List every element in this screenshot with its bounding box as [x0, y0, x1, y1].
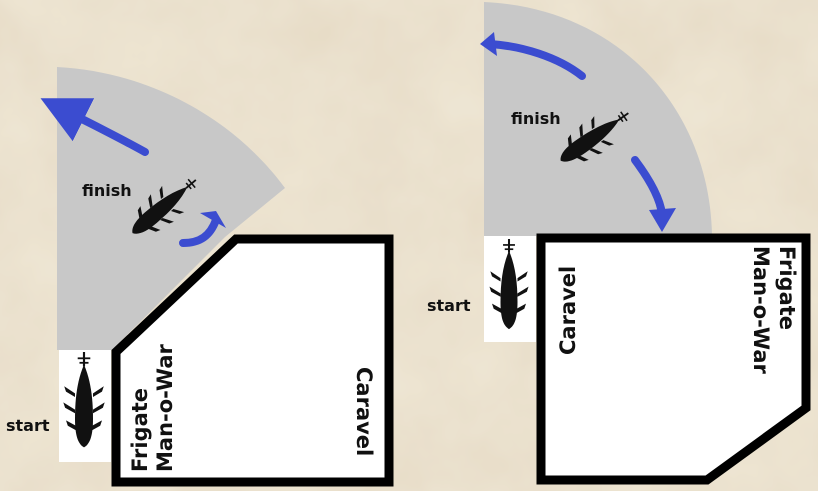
- left-man-o-war-label: Man-o-War: [153, 343, 177, 472]
- left-ship-template: [111, 234, 394, 487]
- right-finish-label: finish: [511, 109, 561, 128]
- left-frigate-label: Frigate: [128, 388, 152, 472]
- right-movement-arc: [484, 2, 712, 236]
- rotate-arrow-icon: [40, 98, 149, 156]
- arrow-head: [649, 208, 676, 232]
- right-man-o-war-label: Man-o-War: [749, 246, 773, 375]
- rotate-arrow-icon: [486, 40, 586, 80]
- left-finish-label: finish: [82, 181, 132, 200]
- rotate-arrow-icon: [179, 216, 220, 247]
- right-frigate-label: Frigate: [775, 246, 799, 330]
- right-diagram: finish start Caravel Frigate Man-o-War: [427, 2, 811, 485]
- right-start-label: start: [427, 296, 471, 315]
- left-diagram: finish start Frigate Man-o-War Caravel: [6, 67, 394, 487]
- arrow-head: [480, 32, 497, 56]
- right-ship-template: [536, 233, 811, 485]
- left-caravel-label: Caravel: [352, 367, 376, 456]
- left-start-label: start: [6, 416, 50, 435]
- arrow-head: [200, 211, 226, 228]
- right-caravel-label: Caravel: [556, 266, 580, 355]
